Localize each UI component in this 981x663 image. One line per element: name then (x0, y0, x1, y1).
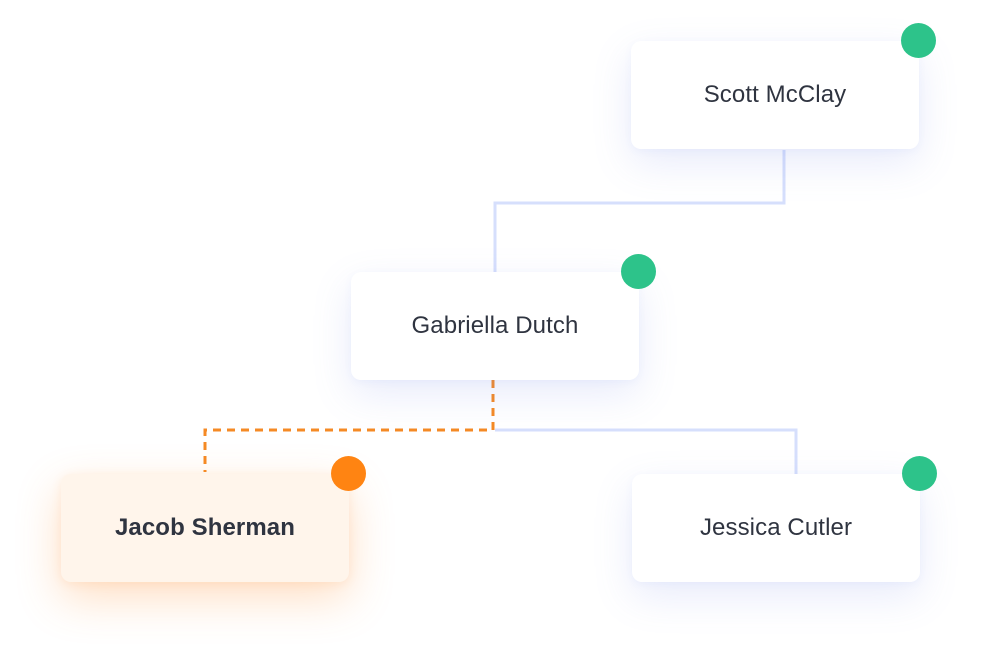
online-status-dot (621, 254, 656, 289)
node-scott-mcclay[interactable]: Scott McClay (631, 23, 936, 149)
node-name: Jessica Cutler (699, 514, 853, 541)
edge-scott-to-gabriella (493, 150, 786, 272)
node-jessica-cutler[interactable]: Jessica Cutler (632, 456, 937, 582)
node-gabriella-dutch[interactable]: Gabriella Dutch (351, 254, 656, 380)
edge-gabriella-to-jessica (495, 428, 798, 474)
active-status-dot (331, 456, 366, 491)
online-status-dot (902, 456, 937, 491)
node-jacob-sherman[interactable]: Jacob Sherman (61, 456, 366, 582)
online-status-dot (901, 23, 936, 58)
node-name: Gabriella Dutch (411, 312, 579, 339)
node-name: Jacob Sherman (114, 514, 296, 541)
node-name: Scott McClay (703, 81, 847, 108)
